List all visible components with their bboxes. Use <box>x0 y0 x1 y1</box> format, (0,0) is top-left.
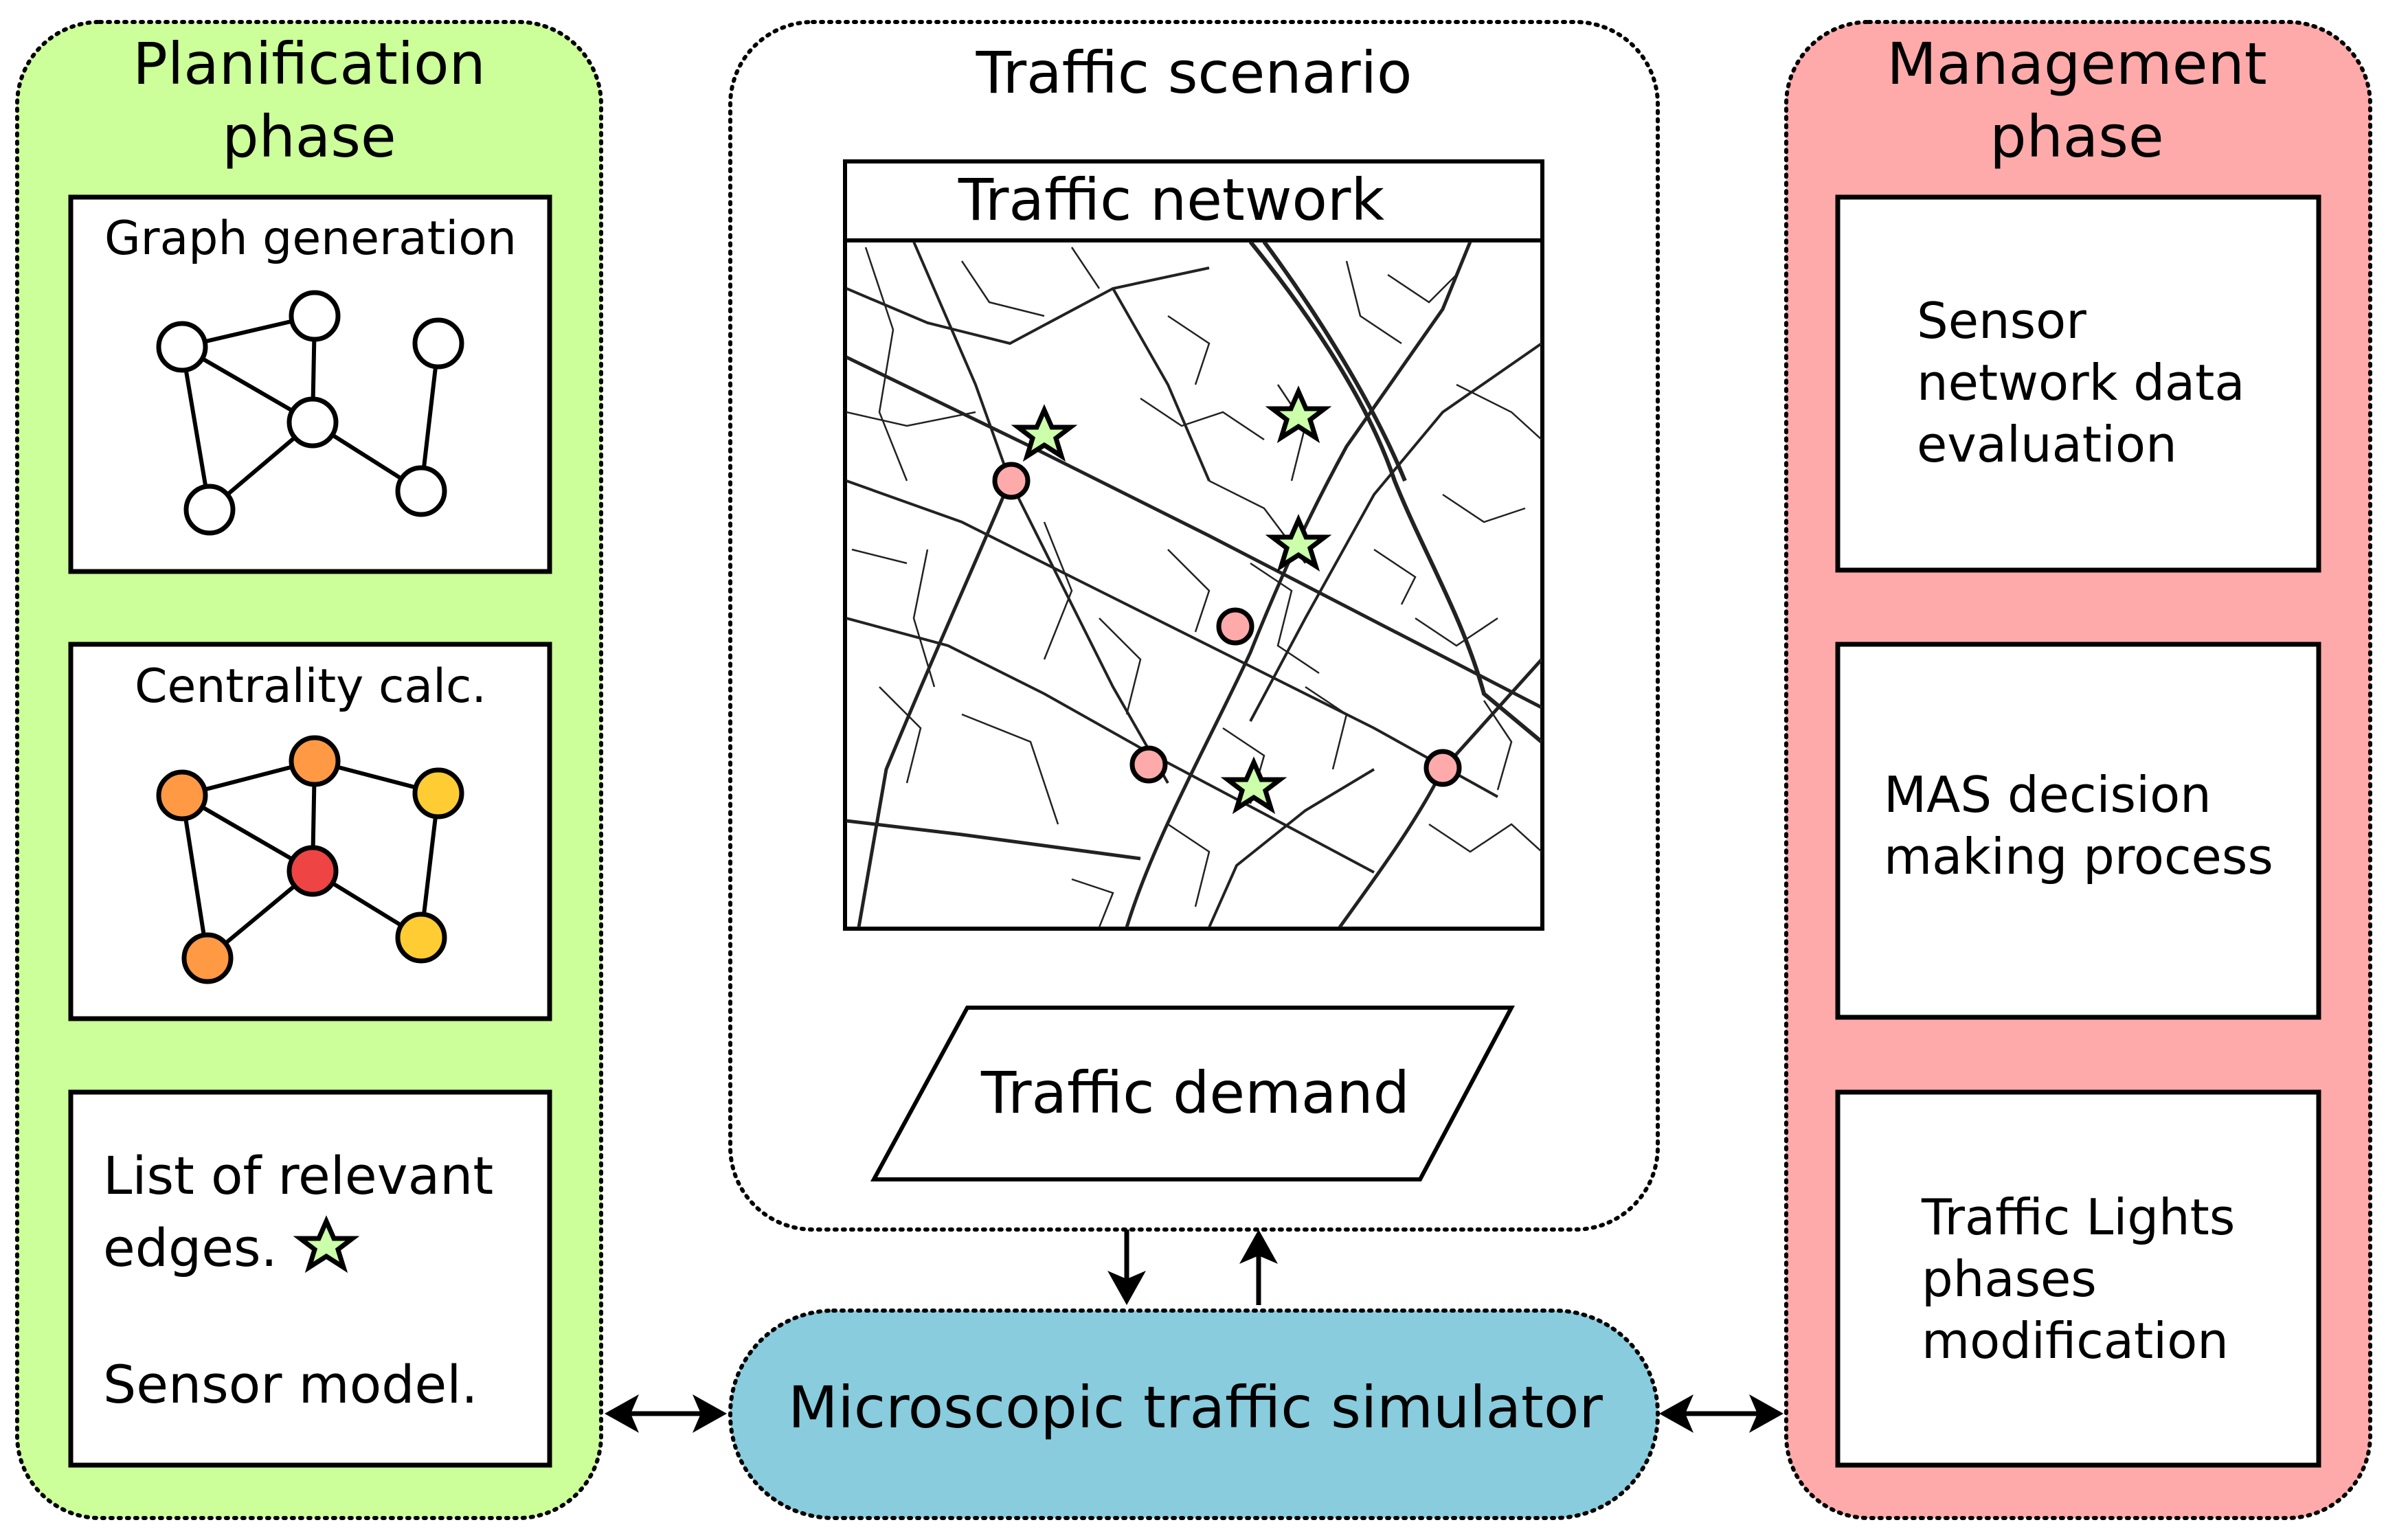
relevant-edges-box <box>68 1089 552 1468</box>
traffic-demand-box <box>870 1006 1515 1181</box>
centrality-box <box>68 642 552 1021</box>
circle-marker-icon <box>992 462 1031 500</box>
graph-generation-box <box>68 194 552 574</box>
simulator-label: Microscopic traffic simulator <box>788 1374 1603 1441</box>
planification-title-line2: phase <box>222 103 396 170</box>
planification-panel: Planification phase Graph generation Cen… <box>15 20 603 1520</box>
mas-decision-box <box>1835 642 2321 1020</box>
mas-decision-line2: making process <box>1884 828 2273 885</box>
centrality-graph-icon <box>156 735 464 984</box>
traffic-lights-line3: modification <box>1922 1312 2229 1370</box>
sensor-evaluation-box <box>1835 194 2321 573</box>
management-title-line2: phase <box>1990 103 2163 170</box>
double-arrow-right <box>1659 1394 1783 1433</box>
circle-marker-icon <box>1423 749 1462 787</box>
graph-generation-label: Graph generation <box>104 212 517 266</box>
star-icon <box>293 1215 360 1273</box>
mas-decision-line1: MAS decision <box>1884 766 2211 824</box>
street-map <box>846 242 1542 927</box>
traffic-lights-box <box>1835 1089 2321 1468</box>
traffic-lights-line1: Traffic Lights <box>1921 1188 2235 1246</box>
graph-icon <box>156 290 464 536</box>
traffic-lights-line2: phases <box>1922 1250 2097 1308</box>
relevant-edges-line2: edges. <box>103 1217 278 1278</box>
management-title-line1: Management <box>1887 30 2266 98</box>
sensor-model-label: Sensor model. <box>103 1354 477 1415</box>
sensor-evaluation-line1: Sensor <box>1917 292 2086 350</box>
star-icon <box>1220 756 1287 815</box>
double-arrow-left <box>605 1394 727 1433</box>
traffic-scenario-panel: Traffic scenario Traffic network <box>728 20 1660 1232</box>
relevant-edges-line1: List of relevant <box>103 1145 493 1206</box>
star-icon <box>1265 385 1332 444</box>
star-icon <box>1011 404 1078 462</box>
sensor-evaluation-line2: network data <box>1917 354 2244 411</box>
arrow-down <box>1107 1230 1146 1305</box>
traffic-demand-label: Traffic demand <box>980 1059 1410 1126</box>
simulator-panel: Microscopic traffic simulator <box>728 1309 1660 1520</box>
arrow-up <box>1239 1230 1278 1305</box>
traffic-network-box <box>843 159 1544 931</box>
circle-marker-icon <box>1129 745 1168 784</box>
star-icon <box>1265 514 1332 572</box>
connector-arrows <box>605 1230 1783 1433</box>
traffic-network-title: Traffic network <box>958 166 1385 234</box>
planification-title-line1: Planification <box>133 30 486 98</box>
traffic-scenario-title: Traffic scenario <box>976 39 1413 106</box>
sensor-evaluation-line3: evaluation <box>1917 416 2177 473</box>
management-panel: Management phase Sensor network data eva… <box>1784 20 2372 1520</box>
circle-marker-icon <box>1216 607 1254 646</box>
centrality-label: Centrality calc. <box>135 659 486 714</box>
